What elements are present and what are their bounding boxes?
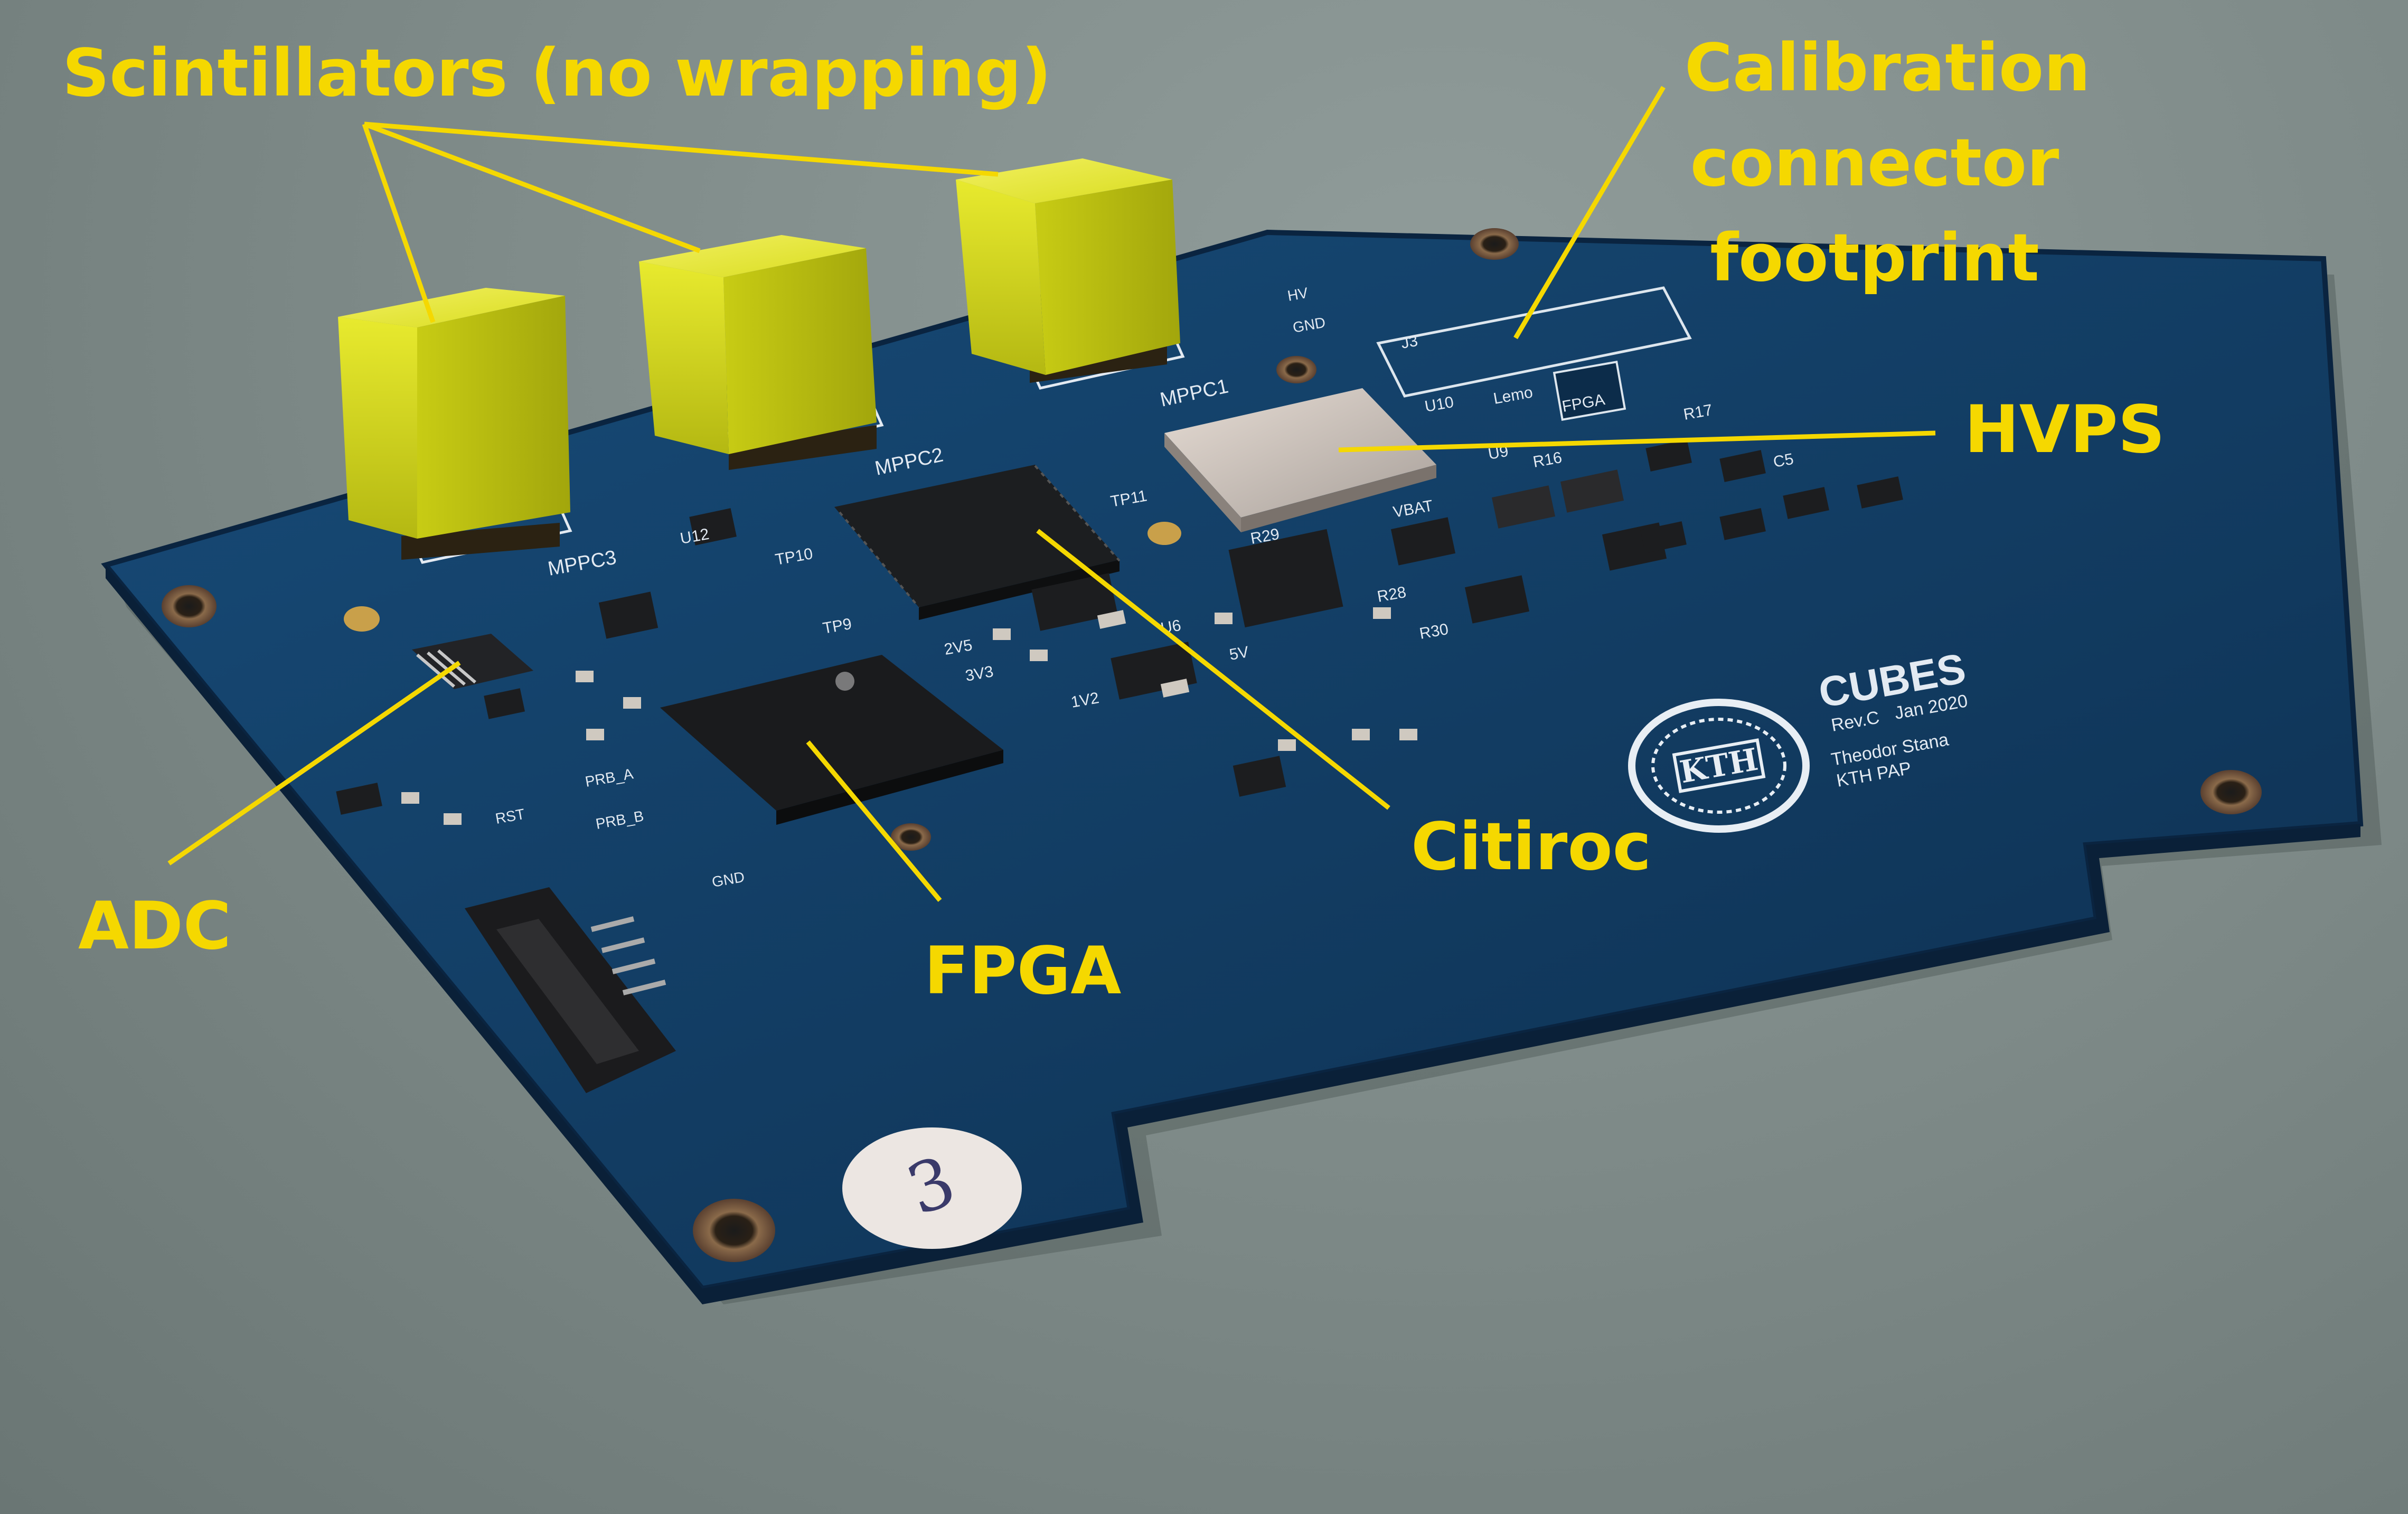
label-calibration-line2: connector [1690,125,2059,201]
label-calibration-line3: footprint [1710,220,2039,296]
label-calibration-line1: Calibration [1685,30,2091,106]
silk-j3: J3 [1399,332,1419,352]
silk-hv: HV [1286,285,1310,304]
scintillator-cube-1 [338,288,570,560]
label-adc: ADC [78,888,231,964]
scintillator-cube-3 [956,158,1180,383]
label-scintillators: Scintillators (no wrapping) [62,35,1052,111]
smd-components [336,439,1903,815]
silk-5v: 5V [1228,643,1250,664]
calibration-outline [1376,286,1692,398]
numbered-sticker: 3 [842,1127,1022,1249]
fpga-chip [660,655,1003,825]
label-calibration-connector: Calibration connector footprint [1685,21,2091,306]
citiroc-chip [834,465,1121,620]
annotation-lines [167,86,1936,902]
header-connector [465,887,676,1093]
hvps-module [1164,388,1436,532]
mounting-holes [162,228,2262,1262]
label-hvps: HVPS [1964,392,2165,468]
label-fpga: FPGA [924,933,1122,1009]
scintillator-cube-2 [639,235,877,470]
smd-passives [401,607,1417,825]
label-citiroc: Citiroc [1411,809,1652,885]
silk-c5: C5 [1772,450,1795,471]
